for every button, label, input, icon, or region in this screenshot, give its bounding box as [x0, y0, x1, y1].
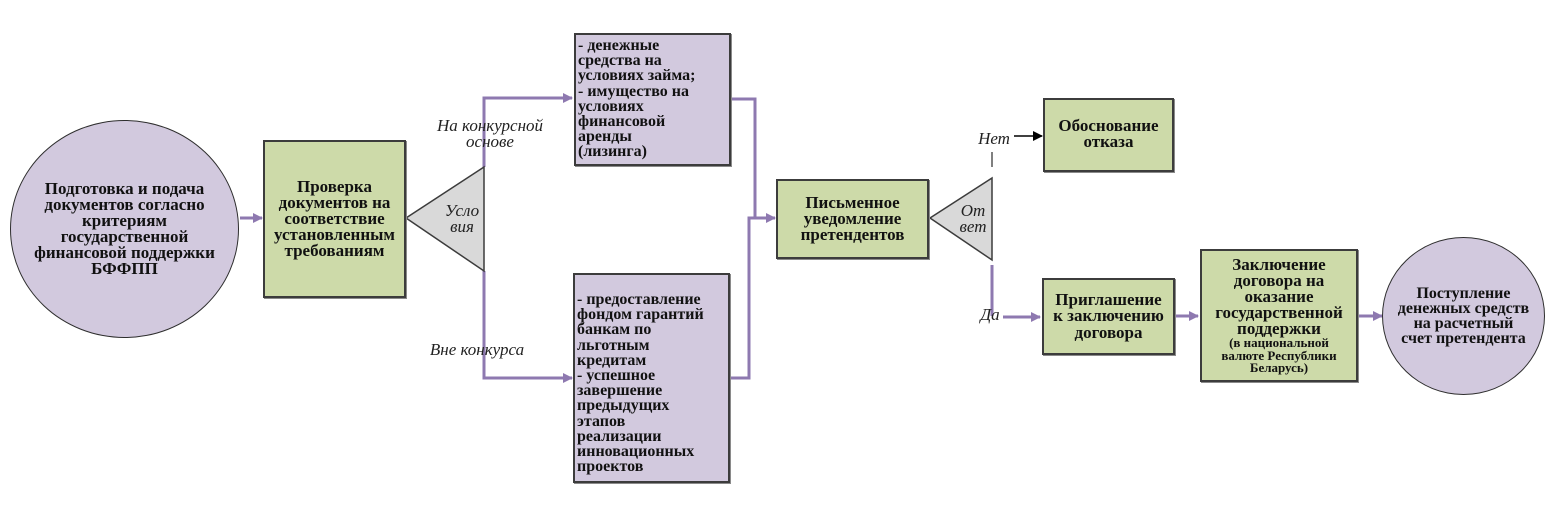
node-contract[interactable]: Заключение договора на оказание государс… — [1200, 249, 1358, 382]
node-invitation-label: Приглашение к заключению договора — [1053, 290, 1164, 342]
node-receipt[interactable]: Поступление денежных средств на расчетны… — [1382, 237, 1545, 395]
node-refusal-label: Обоснование отказа — [1058, 116, 1159, 152]
node-competitive-box[interactable]: - денежные средства на условиях займа; -… — [574, 33, 731, 166]
edge-label-competitive: На конкурсной основе — [436, 116, 544, 152]
node-noncompetitive-box[interactable]: - предоставление фондом гарантий банкам … — [573, 273, 730, 483]
decision-conditions-label: Усло вия — [444, 201, 480, 237]
edge-label-noncompetitive: Вне конкурса — [429, 340, 525, 359]
connector-competitive-to-notification — [730, 97, 757, 218]
node-start-label: Подготовка и подача документов согласно … — [34, 178, 215, 279]
node-contract-note: (в национальной валюте Республики Белару… — [1221, 335, 1337, 376]
node-competitive-box-label: - денежные средства на условиях займа; -… — [578, 37, 696, 161]
node-contract-label: Заключение договора на оказание государс… — [1215, 254, 1343, 339]
edge-label-yes: Да — [980, 305, 1000, 324]
node-check[interactable]: Проверка документов на соответствие уста… — [263, 140, 406, 298]
decision-answer-shape — [928, 176, 993, 262]
node-check-label: Проверка документов на соответствие уста… — [274, 176, 395, 261]
decision-answer-label: От вет — [959, 201, 987, 237]
arrow-conditions-to-noncompetitive — [482, 271, 573, 383]
decision-conditions-shape — [404, 165, 485, 273]
edge-label-no: Нет — [978, 129, 1010, 148]
node-notification-label: Письменное уведомление претендентов — [800, 192, 905, 245]
node-start[interactable]: Подготовка и подача документов согласно … — [10, 120, 239, 338]
node-notification[interactable]: Письменное уведомление претендентов — [776, 179, 929, 259]
node-refusal[interactable]: Обоснование отказа — [1043, 98, 1174, 172]
arrow-conditions-to-competitive — [482, 93, 573, 167]
node-receipt-label: Поступление денежных средств на расчетны… — [1397, 284, 1530, 348]
node-invitation[interactable]: Приглашение к заключению договора — [1042, 278, 1175, 355]
connector-noncompetitive-to-notification — [730, 213, 776, 380]
node-noncompetitive-box-label: - предоставление фондом гарантий банкам … — [577, 291, 704, 476]
